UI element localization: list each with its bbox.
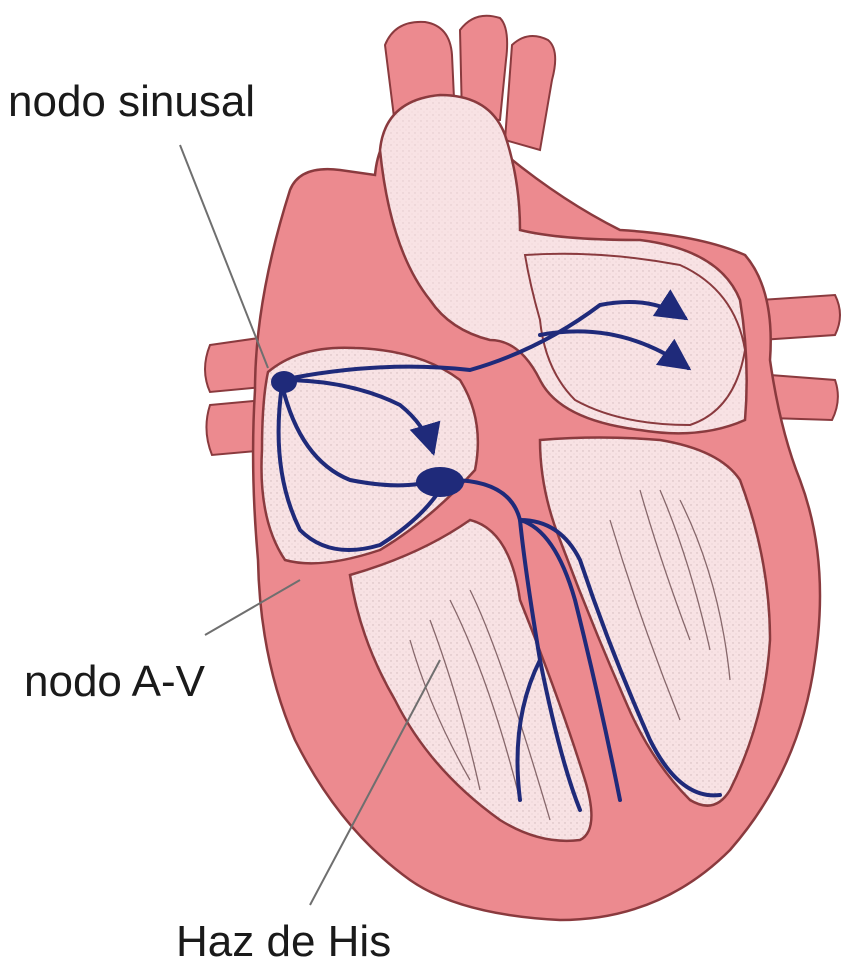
label-sinoatrial-node: nodo sinusal: [8, 80, 255, 124]
leader-line-sa: [180, 145, 268, 368]
label-av-node: nodo A-V: [24, 660, 205, 704]
sa-node-marker: [271, 371, 297, 393]
av-node-marker: [416, 467, 464, 497]
label-bundle-of-his: Haz de His: [176, 920, 391, 964]
